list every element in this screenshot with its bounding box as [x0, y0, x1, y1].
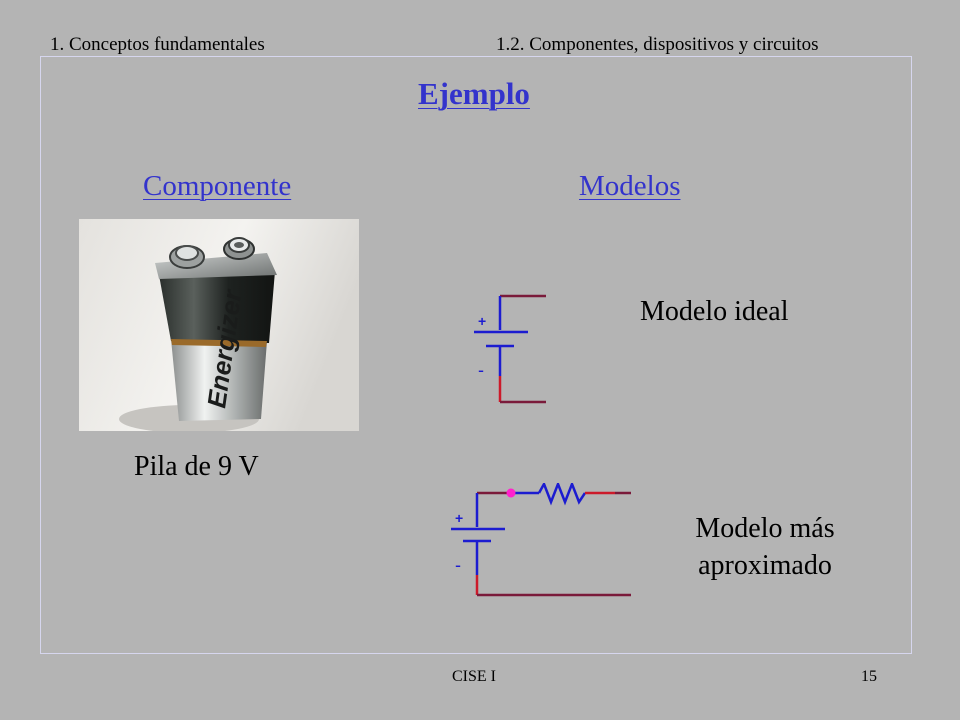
photo-caption: Pila de 9 V	[134, 451, 259, 482]
ideal-model-label: Modelo ideal	[640, 296, 789, 327]
footer-page-number: 15	[861, 668, 877, 685]
header-chapter: 1. Conceptos fundamentales	[50, 34, 265, 55]
approx-model-circuit: + -	[447, 480, 637, 608]
battery-photo: Energizer	[79, 219, 359, 431]
slide-title-link[interactable]: Ejemplo	[418, 76, 530, 111]
slide-frame	[40, 56, 912, 654]
modelos-link[interactable]: Modelos	[579, 170, 681, 202]
approx-plus-sign: +	[455, 510, 463, 526]
footer-course: CISE I	[452, 668, 496, 685]
ideal-minus-sign: -	[478, 360, 484, 380]
header-section: 1.2. Componentes, dispositivos y circuit…	[496, 34, 819, 55]
approx-minus-sign: -	[455, 555, 461, 575]
approx-model-label-line1: Modelo más	[695, 513, 835, 544]
componente-link[interactable]: Componente	[143, 170, 292, 202]
approx-model-label: Modelo más aproximado	[640, 510, 890, 584]
ideal-model-circuit: + -	[470, 290, 560, 415]
ideal-plus-sign: +	[478, 313, 486, 329]
approx-model-label-line2: aproximado	[698, 550, 832, 581]
